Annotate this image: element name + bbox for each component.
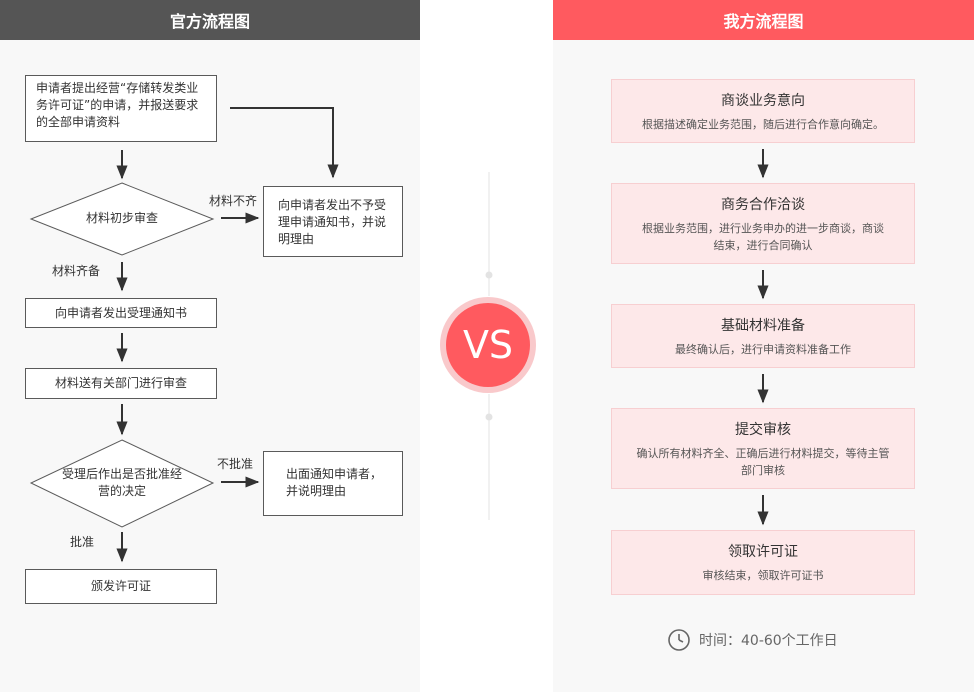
step-card-2: 商务合作洽谈 根据业务范围，进行业务申办的进一步商谈，商谈结束，进行合同确认 — [611, 183, 915, 264]
step-card-5: 领取许可证 审核结束，领取许可证书 — [611, 530, 915, 595]
issue-license-box: 颁发许可证 — [25, 569, 217, 604]
reject-notice-box: 向申请者发出不予受理申请通知书，并说明理由 — [263, 186, 403, 257]
divider-dot-top — [485, 271, 493, 279]
step-title: 提交审核 — [735, 422, 791, 438]
step-title: 领取许可证 — [728, 544, 798, 560]
divider-dot-bottom — [485, 413, 493, 421]
duration-text: 时间：40-60个工作日 — [699, 633, 838, 649]
step-card-3: 基础材料准备 最终确认后，进行申请资料准备工作 — [611, 304, 915, 368]
step-desc: 确认所有材料齐全、正确后进行材料提交，等待主管部门审核 — [636, 447, 890, 477]
diamond-initial-review — [29, 182, 215, 256]
step-desc: 审核结束，领取许可证书 — [702, 569, 824, 582]
arrow-box1-to-reject1 — [230, 107, 339, 179]
acceptance-notice-box: 向申请者发出受理通知书 — [25, 298, 217, 328]
clock-icon — [668, 629, 690, 651]
approval-decision-label: 受理后作出是否批准经营的决定 — [61, 467, 182, 498]
official-flow-title: 官方流程图 — [0, 0, 420, 40]
incomplete-materials-label: 材料不齐 — [209, 194, 258, 208]
step-desc: 最终确认后，进行申请资料准备工作 — [675, 343, 851, 356]
duration-row: 时间：40-60个工作日 — [667, 628, 838, 652]
not-approved-label: 不批准 — [217, 457, 254, 471]
step-title: 基础材料准备 — [721, 318, 805, 334]
apply-submit-box: 申请者提出经营“存储转发类业务许可证”的申请，并报送要求的全部申请资料 — [25, 75, 217, 142]
notify-applicant-box: 出面通知申请者，并说明理由 — [263, 451, 403, 516]
step-title: 商谈业务意向 — [721, 93, 805, 109]
approved-label: 批准 — [70, 535, 95, 549]
diamond-approval-decision — [29, 439, 215, 528]
our-flow-title: 我方流程图 — [553, 0, 974, 40]
step-desc: 根据描述确定业务范围，随后进行合作意向确定。 — [642, 118, 884, 131]
step-desc: 根据业务范围，进行业务申办的进一步商谈，商谈结束，进行合同确认 — [642, 222, 884, 252]
initial-review-label: 材料初步审查 — [85, 211, 158, 225]
step-card-4: 提交审核 确认所有材料齐全、正确后进行材料提交，等待主管部门审核 — [611, 408, 915, 489]
step-card-1: 商谈业务意向 根据描述确定业务范围，随后进行合作意向确定。 — [611, 79, 915, 143]
step-title: 商务合作洽谈 — [721, 197, 805, 213]
department-review-box: 材料送有关部门进行审查 — [25, 368, 217, 399]
complete-materials-label: 材料齐备 — [52, 264, 101, 278]
vs-badge: VS — [446, 303, 530, 387]
